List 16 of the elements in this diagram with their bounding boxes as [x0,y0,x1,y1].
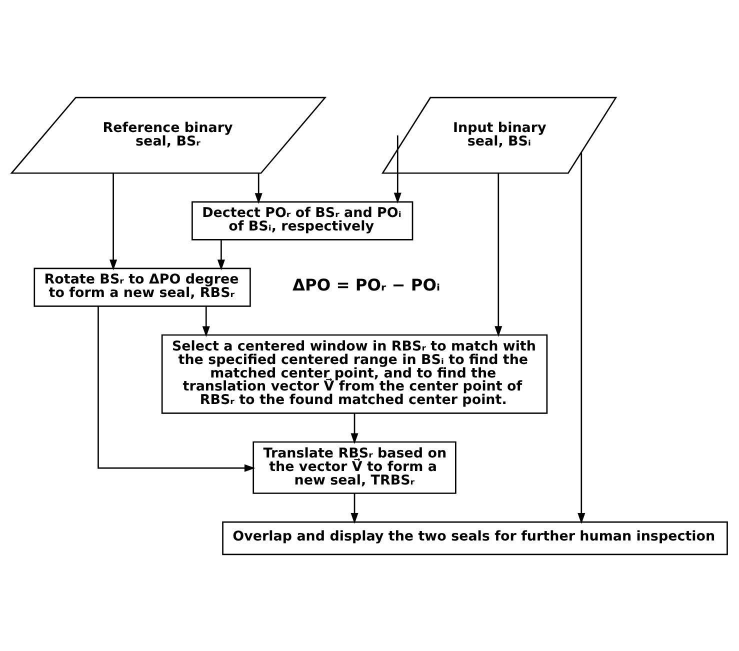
arrow [217,239,225,270]
arrow [254,172,262,204]
node-box: Overlap and display the two seals for further human inspection [222,520,728,555]
arrow [350,412,358,444]
arrow [350,493,358,524]
node-box: Translate RBSᵣ based on the vector V⃗ to form a new seal, TRBSᵣ [252,440,456,494]
node-box: Select a centered window in RBSᵣ to match with the specified centered range in BSᵢ to find the matched center point, and to find the translation vector V⃗ from the center point of RBSᵣ to the found matched center point. [161,334,548,414]
arrow [394,134,402,204]
node-box: Rotate BSᵣ to ΔPO degree to form a new seal, RBSᵣ [34,267,251,306]
arrow [98,306,256,472]
arrow [202,306,210,337]
arrow [578,152,586,524]
arrow [110,172,118,270]
node-box: Dectect POᵣ of BSᵣ and POᵢ of BSᵢ, respectively [192,200,414,240]
arrow [494,172,502,336]
label: ΔPO = POᵣ − POᵢ [292,274,440,294]
